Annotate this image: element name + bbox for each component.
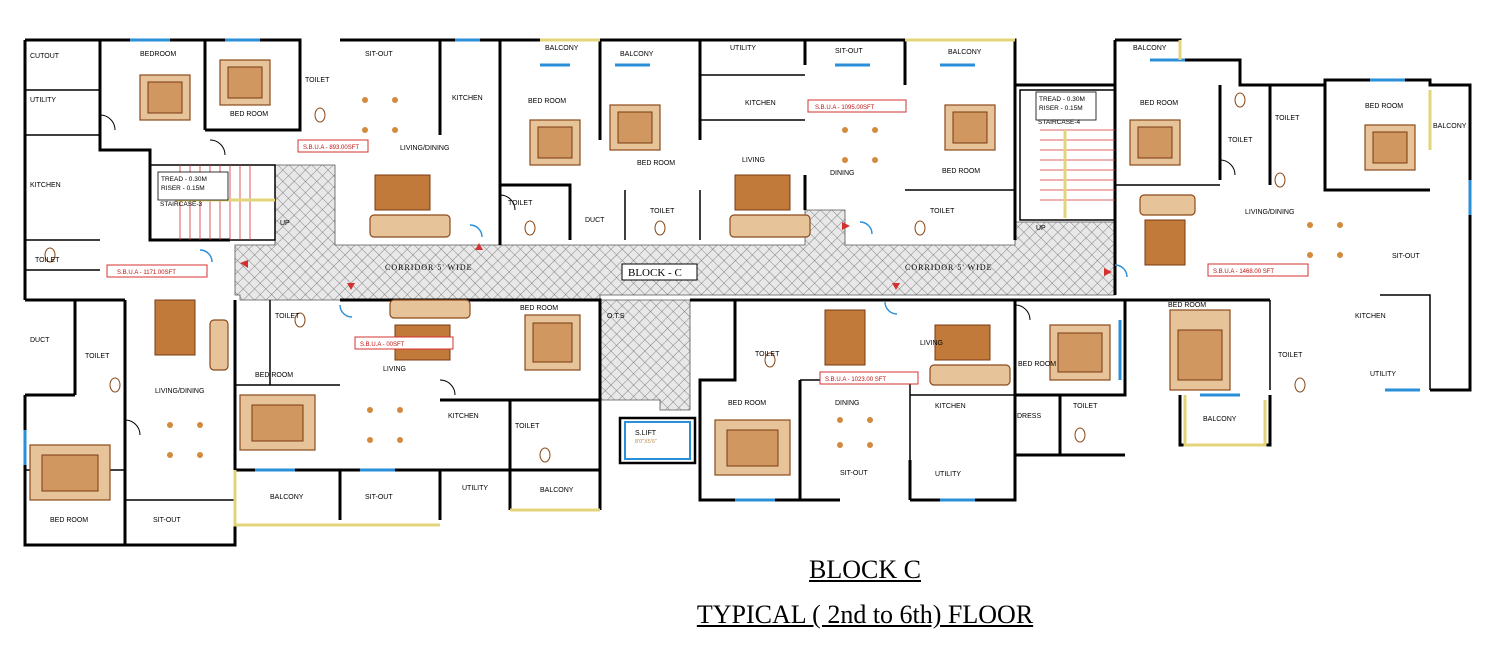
room-toilet-t1: TOILET bbox=[305, 77, 330, 84]
room-kitchen-b3: KITCHEN bbox=[935, 403, 966, 410]
room-duct-t: DUCT bbox=[585, 217, 605, 224]
room-dining-t2: DINING bbox=[830, 170, 855, 177]
room-kitchen-t2: KITCHEN bbox=[745, 100, 776, 107]
room-bedroom-t4: BED ROOM bbox=[942, 168, 980, 175]
block-label: BLOCK - C bbox=[628, 267, 682, 279]
room-toilet-l2: TOILET bbox=[85, 353, 110, 360]
room-kitchen-b1: KITCHEN bbox=[448, 413, 479, 420]
room-toilet-tr2: TOILET bbox=[1275, 115, 1300, 122]
staircase-left: TREAD - 0.30M RISER - 0.15M STAIRCASE-3 … bbox=[149, 164, 290, 241]
windows bbox=[23, 38, 1472, 502]
room-bedroom-b1: BED ROOM bbox=[255, 372, 293, 379]
staircase-right: TREAD - 0.30M RISER - 0.15M STAIRCASE-4 … bbox=[1019, 89, 1116, 232]
room-living-b1: LIVING bbox=[383, 366, 406, 373]
sbua-labels: S.B.U.A - 893.00SFT S.B.U.A - 1095.00SFT… bbox=[106, 99, 1309, 385]
sbua-1468: S.B.U.A - 1468.00 SFT bbox=[1213, 269, 1274, 275]
corridor-label-left: CORRIDOR 5' WIDE bbox=[385, 263, 473, 272]
stair-right-riser: RISER - 0.15M bbox=[1039, 105, 1083, 112]
sbua-1171: S.B.U.A - 1171.00SFT bbox=[117, 270, 176, 276]
room-sitout-r: SIT-OUT bbox=[1392, 253, 1420, 260]
sbua-unit-b: S.B.U.A - 00SFT bbox=[360, 342, 405, 348]
room-bedroom-t3: BED ROOM bbox=[637, 160, 675, 167]
room-balcony-br: BALCONY bbox=[1203, 416, 1237, 423]
stair-right-tread: TREAD - 0.30M bbox=[1039, 96, 1085, 103]
room-labels: CUTOUT UTILITY KITCHEN TOILET DUCT TOILE… bbox=[30, 45, 1467, 524]
room-dress-b4: DRESS bbox=[1017, 413, 1041, 420]
room-sitout-bl: SIT-OUT bbox=[153, 517, 181, 524]
sbua-1095: S.B.U.A - 1095.00SFT bbox=[815, 105, 875, 111]
room-balcony-t3: BALCONY bbox=[948, 49, 982, 56]
balcony-edges bbox=[233, 38, 1432, 527]
entry-markers bbox=[240, 222, 1112, 290]
room-sitout-t2: SIT-OUT bbox=[835, 48, 863, 55]
room-living-bl: LIVING/DINING bbox=[155, 388, 204, 395]
room-balcony-t2: BALCONY bbox=[620, 51, 654, 58]
corridor-label-right: CORRIDOR 5' WIDE bbox=[905, 263, 993, 272]
room-utility-b3: UTILITY bbox=[935, 471, 961, 478]
room-bedroom-bl: BED ROOM bbox=[50, 517, 88, 524]
room-utility-tl: UTILITY bbox=[30, 97, 56, 104]
room-balcony-tr: BALCONY bbox=[1133, 45, 1167, 52]
doors bbox=[99, 114, 1236, 436]
room-toilet-tr1: TOILET bbox=[1228, 137, 1253, 144]
room-dining-b3: DINING bbox=[835, 400, 860, 407]
room-bedroom-b4: BED ROOM bbox=[1018, 361, 1056, 368]
sbua-893: S.B.U.A - 893.00SFT bbox=[303, 145, 359, 151]
ots-label: O.T.S bbox=[607, 313, 625, 320]
room-bedroom-t2: BED ROOM bbox=[528, 98, 566, 105]
room-bedroom-br: BED ROOM bbox=[1168, 302, 1206, 309]
room-bedroom-b3: BED ROOM bbox=[728, 400, 766, 407]
room-toilet-t3: TOILET bbox=[650, 208, 675, 215]
stair-right-up: UP bbox=[1036, 225, 1046, 232]
stair-left-name: STAIRCASE-3 bbox=[160, 201, 203, 208]
room-toilet-t4: TOILET bbox=[930, 208, 955, 215]
lift-dim: 8'0"X5'6" bbox=[635, 439, 657, 445]
room-utility-t: UTILITY bbox=[730, 45, 756, 52]
stair-left-riser: RISER - 0.15M bbox=[161, 185, 205, 192]
room-toilet-t2: TOILET bbox=[508, 200, 533, 207]
room-toilet-br: TOILET bbox=[1278, 352, 1303, 359]
room-balcony-b2: BALCONY bbox=[540, 487, 574, 494]
room-sitout-b1: SIT-OUT bbox=[365, 494, 393, 501]
room-bedroom-tr2: BED ROOM bbox=[1365, 103, 1403, 110]
room-toilet-l: TOILET bbox=[35, 257, 60, 264]
stair-right-name: STAIRCASE-4 bbox=[1038, 119, 1081, 126]
lift-label: S.LIFT bbox=[635, 430, 657, 437]
room-toilet-b2: TOILET bbox=[515, 423, 540, 430]
room-kitchen-l: KITCHEN bbox=[30, 182, 61, 189]
room-balcony-tr2: BALCONY bbox=[1433, 123, 1467, 130]
room-living-tr: LIVING/DINING bbox=[1245, 209, 1294, 216]
room-balcony-b1: BALCONY bbox=[270, 494, 304, 501]
room-bedroom-tr: BED ROOM bbox=[1140, 100, 1178, 107]
room-cutout: CUTOUT bbox=[30, 53, 60, 60]
sbua-1023: S.B.U.A - 1023.00 SFT bbox=[825, 377, 886, 383]
floor-title: TYPICAL ( 2nd to 6th) FLOOR bbox=[696, 600, 1034, 629]
room-living-b3: LIVING bbox=[920, 340, 943, 347]
stair-left-tread: TREAD - 0.30M bbox=[161, 176, 207, 183]
room-utility-br: UTILITY bbox=[1370, 371, 1396, 378]
room-bedroom-tl2: BED ROOM bbox=[230, 111, 268, 118]
room-bedroom-tl: BEDROOM bbox=[140, 51, 176, 58]
room-utility-b1: UTILITY bbox=[462, 485, 488, 492]
room-toilet-b1: TOILET bbox=[275, 313, 300, 320]
block-title: BLOCK C bbox=[809, 555, 921, 584]
room-kitchen-r: KITCHEN bbox=[1355, 313, 1386, 320]
room-kitchen-t1: KITCHEN bbox=[452, 95, 483, 102]
room-bedroom-b2: BED ROOM bbox=[520, 305, 558, 312]
room-balcony-t1: BALCONY bbox=[545, 45, 579, 52]
room-toilet-b3: TOILET bbox=[755, 351, 780, 358]
furniture bbox=[29, 59, 1416, 501]
room-living-t1: LIVING/DINING bbox=[400, 145, 449, 152]
room-duct-l: DUCT bbox=[30, 337, 50, 344]
room-living-t2: LIVING bbox=[742, 157, 765, 164]
room-sitout-t1: SIT-OUT bbox=[365, 51, 393, 58]
stair-left-up: UP bbox=[280, 220, 290, 227]
room-sitout-b3: SIT-OUT bbox=[840, 470, 868, 477]
room-toilet-b4: TOILET bbox=[1073, 403, 1098, 410]
